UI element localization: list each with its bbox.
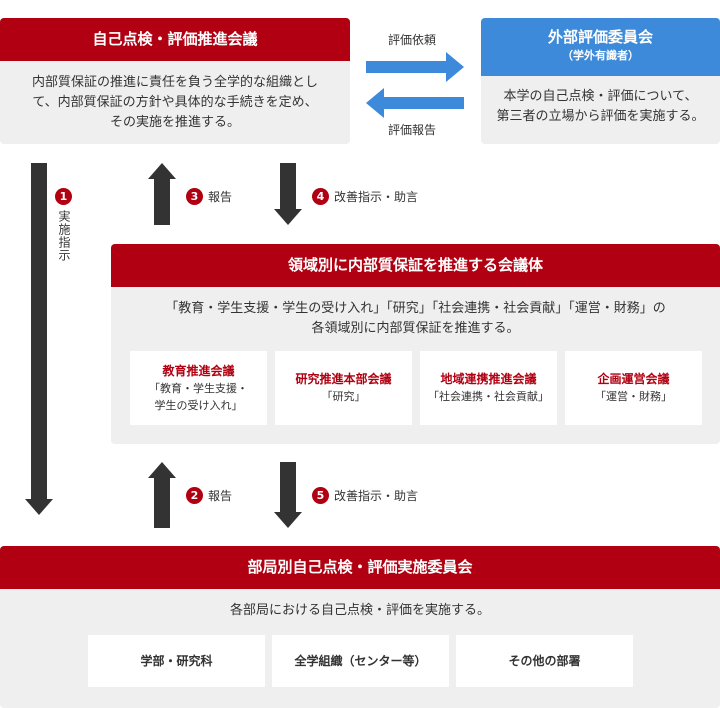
self-evaluation-council-box: 自己点検・評価推進会議 内部質保証の推進に責任を負う全学的な組織とし て、内部質… [0,18,350,144]
implementation-instruction-arrow-icon [25,163,53,515]
step-4-badge: 4 [312,188,329,205]
evaluation-request-label: 評価依頼 [388,33,437,47]
description-line: て、内部質保証の方針や具体的な手続きを定め、 [32,95,318,110]
report-2-label: 報告 [208,489,233,503]
committee-scope: 「社会連携・社会貢献」 [428,390,549,403]
committee-name: 教育推進会議 [162,363,235,378]
step-3-badge: 3 [186,188,203,205]
description-line: 「教育・学生支援・学生の受け入れ」「研究」「社会連携・社会貢献」「運営・財務」の [165,301,666,316]
other-departments-unit: その他の部署 [456,635,633,687]
domain-councils-description: 「教育・学生支援・学生の受け入れ」「研究」「社会連携・社会貢献」「運営・財務」の… [111,287,720,339]
report-3-arrow-icon [148,163,176,225]
advice-4-label: 改善指示・助言 [334,190,419,204]
step-2-badge: 2 [186,487,203,504]
step-5-badge: 5 [312,487,329,504]
self-evaluation-council-description: 内部質保証の推進に責任を負う全学的な組織とし て、内部質保証の方針や具体的な手続… [0,61,350,133]
description-line: 各領域別に内部質保証を推進する。 [311,321,520,336]
committee-scope: 「運営・財務」 [595,390,672,403]
domain-councils-box: 領域別に内部質保証を推進する会議体 「教育・学生支援・学生の受け入れ」「研究」「… [111,244,720,444]
advice-5-arrow-icon [274,462,302,528]
committee-scope: 「研究」 [321,390,366,403]
external-committee-header: 外部評価委員会 （学外有識者） [481,18,720,76]
research-promotion-council: 研究推進本部会議 「研究」 [275,351,412,425]
external-committee-description: 本学の自己点検・評価について、 第三者の立場から評価を実施する。 [481,76,720,127]
self-evaluation-council-title: 自己点検・評価推進会議 [0,18,350,61]
implementation-instruction-label: 実施指示 [57,210,71,262]
description-line: 内部質保証の推進に責任を負う全学的な組織とし [31,75,318,90]
description-line: 本学の自己点検・評価について、 [503,89,698,104]
domain-councils-title: 領域別に内部質保証を推進する会議体 [111,244,720,287]
committee-name: 地域連携推進会議 [440,372,537,386]
department-committee-description: 各部局における自己点検・評価を実施する。 [229,603,490,618]
committee-list: 教育推進会議 「教育・学生支援・ 学生の受け入れ」 研究推進本部会議 「研究」 … [130,351,702,425]
description-line: 第三者の立場から評価を実施する。 [496,109,705,124]
department-committee-box: 部局別自己点検・評価実施委員会 各部局における自己点検・評価を実施する。 学部・… [0,546,720,708]
evaluation-request-arrow-icon [366,52,464,82]
planning-management-council: 企画運営会議 「運営・財務」 [565,351,702,425]
external-committee-subtitle: （学外有識者） [562,49,639,62]
external-evaluation-committee-box: 外部評価委員会 （学外有識者） 本学の自己点検・評価について、 第三者の立場から… [481,18,720,144]
step-1-badge: 1 [55,188,72,205]
description-line: その実施を推進する。 [109,115,240,130]
external-committee-title: 外部評価委員会 [547,28,653,46]
regional-collaboration-council: 地域連携推進会議 「社会連携・社会貢献」 [420,351,557,425]
unit-list: 学部・研究科 全学組織（センター等） その他の部署 [88,635,633,687]
report-3-label: 報告 [208,190,233,204]
advice-4-arrow-icon [274,163,302,225]
committee-name: 企画運営会議 [597,372,670,386]
evaluation-report-label: 評価報告 [388,123,437,137]
evaluation-report-arrow-icon [366,88,464,118]
education-promotion-council: 教育推進会議 「教育・学生支援・ 学生の受け入れ」 [130,351,267,425]
faculty-graduate-school-unit: 学部・研究科 [88,635,265,687]
committee-scope: 「教育・学生支援・ 学生の受け入れ」 [149,381,248,412]
department-committee-title: 部局別自己点検・評価実施委員会 [0,546,720,589]
advice-5-label: 改善指示・助言 [334,489,419,503]
committee-name: 研究推進本部会議 [295,372,392,386]
university-wide-organization-unit: 全学組織（センター等） [272,635,449,687]
report-2-arrow-icon [148,462,176,528]
